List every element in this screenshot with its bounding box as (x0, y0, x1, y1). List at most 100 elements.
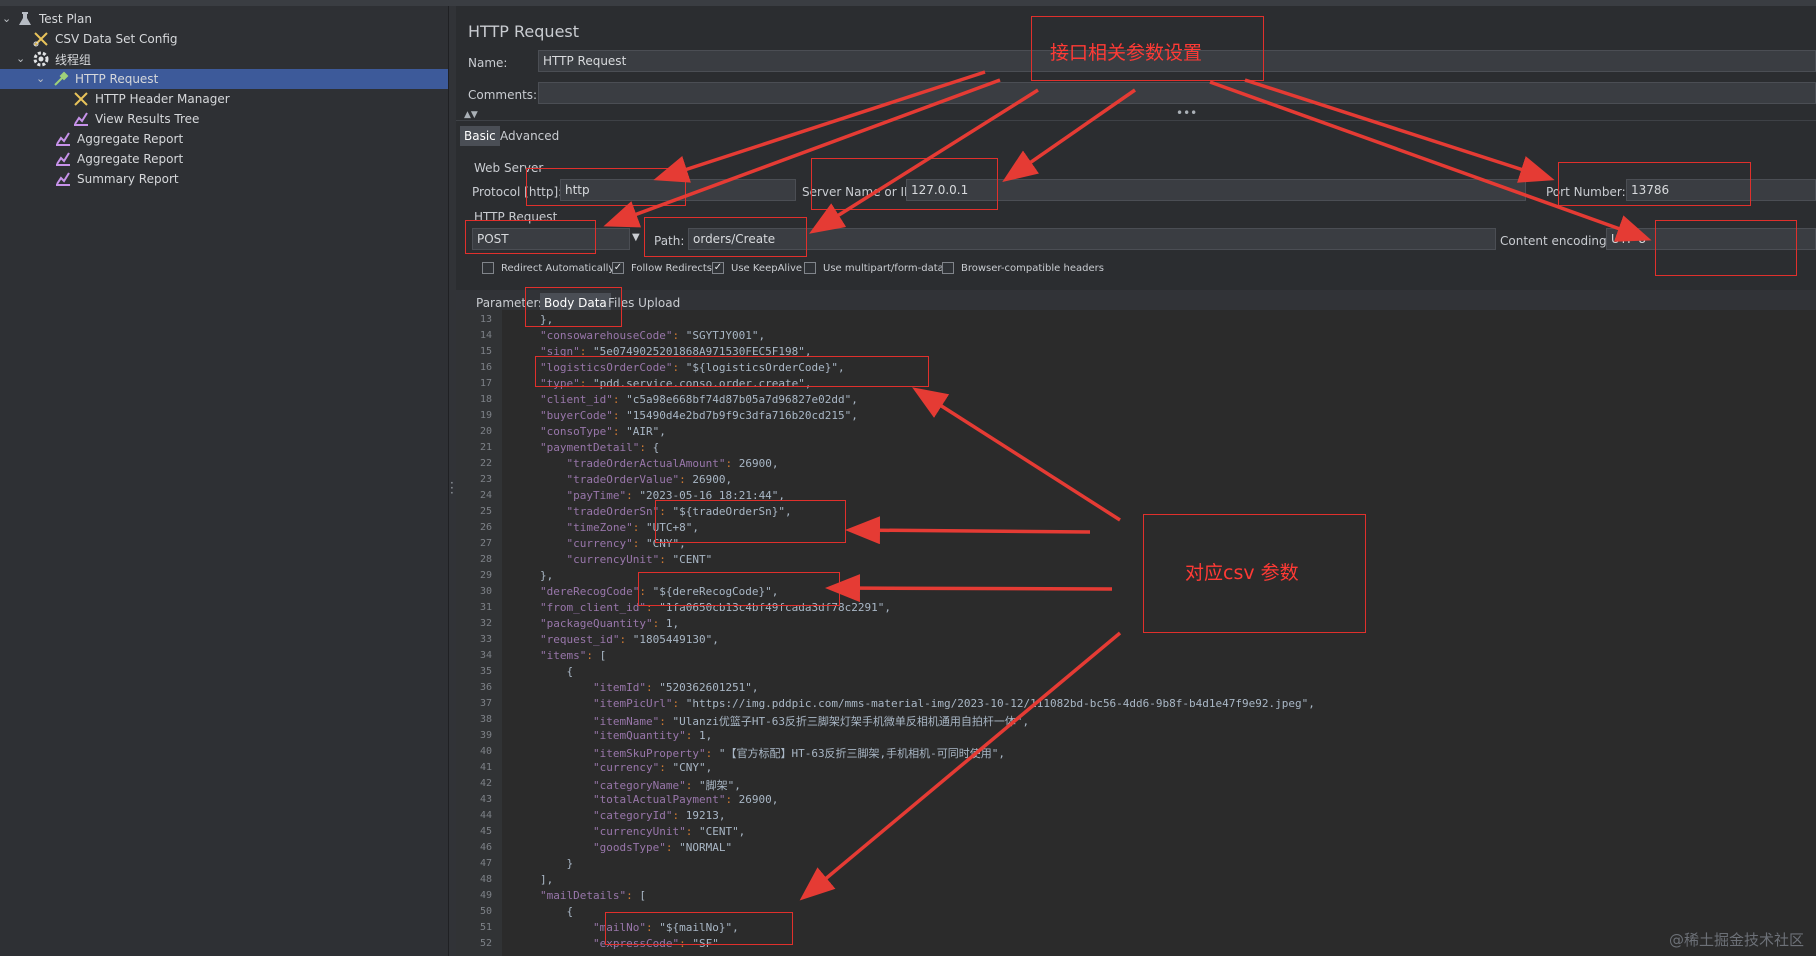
code-line: ], (540, 873, 554, 886)
divider (456, 120, 1816, 121)
tab-body-data[interactable]: Body Data (540, 293, 611, 313)
tree-item-thread-group[interactable]: 线程组 (32, 49, 91, 69)
code-line: "consowarehouseCode": "SGYTJY001", (540, 329, 766, 342)
code-line: "currency": "CNY", (592, 761, 713, 774)
collapse-caret-icon[interactable]: ⌄ (2, 12, 12, 25)
tree-item-aggregate-report[interactable]: Aggregate Report (54, 149, 183, 169)
code-line: "categoryName": "脚架", (592, 779, 741, 792)
browser-compatible-headers-checkbox[interactable]: Browser-compatible headers (942, 262, 1104, 274)
highlight-encoding (1655, 220, 1797, 276)
collapse-arrows-icon[interactable]: ▲▼ (464, 110, 478, 120)
line-number: 20 (479, 426, 492, 437)
highlight-path (644, 217, 807, 257)
chart-icon (54, 130, 72, 148)
tab-basic[interactable]: Basic (460, 126, 500, 146)
highlight-server (811, 158, 998, 210)
code-line: { (540, 665, 574, 678)
collapse-caret-icon[interactable]: ⌄ (36, 72, 46, 85)
more-icon[interactable]: ••• (1176, 106, 1198, 120)
code-line: } (540, 857, 574, 870)
checkbox-icon (942, 262, 954, 274)
highlight-body-data-tab (525, 287, 622, 327)
line-number: 16 (479, 362, 492, 373)
server-name-label: Server Name or IP: (802, 185, 916, 199)
tree-item-test-plan[interactable]: Test Plan (16, 9, 92, 29)
annotation-csv-label: 对应csv 参数 (1185, 562, 1299, 584)
line-number: 41 (479, 762, 492, 773)
tree-item-aggregate-report[interactable]: Aggregate Report (54, 129, 183, 149)
line-number: 42 (479, 778, 492, 789)
line-number: 32 (479, 618, 492, 629)
line-number: 49 (479, 890, 492, 901)
follow-redirects-checkbox[interactable]: ✓Follow Redirects (612, 262, 712, 274)
code-line: "paymentDetail": { (540, 441, 660, 454)
scissors-icon (72, 90, 90, 108)
tree-item-csv-data-set-config[interactable]: CSV Data Set Config (32, 29, 178, 49)
code-line: "tradeOrderActualAmount": 26900, (566, 457, 779, 470)
drag-handle-icon[interactable]: ··· (450, 476, 454, 500)
tree-item-http-request[interactable]: ⌄ HTTP Request (0, 69, 448, 89)
line-number: 26 (479, 522, 492, 533)
checkbox-label: Follow Redirects (631, 262, 712, 274)
tree-item-label: Summary Report (77, 172, 179, 186)
use-keepalive-checkbox[interactable]: ✓Use KeepAlive (712, 262, 802, 274)
arrow (912, 387, 1121, 522)
tree-item-label: Aggregate Report (77, 152, 184, 166)
checkmark-icon: ✓ (712, 262, 724, 274)
line-number: 18 (479, 394, 492, 405)
checkbox-label: Redirect Automatically (501, 262, 615, 274)
line-number: 31 (479, 602, 492, 613)
tab-files-upload[interactable]: Files Upload (608, 296, 681, 310)
scissors-icon (32, 30, 50, 48)
arrow (809, 88, 1039, 234)
line-number: 36 (479, 682, 492, 693)
annotation-box-csv (1143, 514, 1366, 633)
tree-item-label: CSV Data Set Config (55, 32, 178, 46)
checkbox-label: Browser-compatible headers (961, 262, 1104, 274)
code-line: "logisticsOrderCode": "${logisticsOrderC… (540, 361, 845, 374)
server-name-field[interactable]: 127.0.0.1 (906, 179, 1526, 201)
test-plan-tree: ⌄ Test Plan CSV Data Set Config ⌄ 线程组 ⌄ … (0, 6, 449, 956)
collapse-caret-icon[interactable]: ⌄ (16, 52, 26, 65)
code-line: "currencyUnit": "CENT" (566, 553, 713, 566)
tree-item-summary-report[interactable]: Summary Report (54, 169, 179, 189)
use-multipart-checkbox[interactable]: Use multipart/form-data (804, 262, 944, 274)
code-line: "tradeOrderSn": "${tradeOrderSn}", (566, 505, 792, 518)
tab-advanced[interactable]: Advanced (500, 129, 560, 143)
name-field[interactable]: HTTP Request (538, 50, 1816, 72)
tree-item-view-results-tree[interactable]: View Results Tree (72, 109, 199, 129)
tree-item-http-header-manager[interactable]: HTTP Header Manager (72, 89, 230, 109)
annotation-box-params (1031, 16, 1264, 81)
arrow (603, 78, 1001, 228)
code-line: "sign": "5e0749025201868A971530FEC5F198"… (540, 345, 812, 358)
body-tab-bar (456, 290, 1816, 310)
panel-splitter[interactable]: ··· (449, 6, 456, 956)
annotation-params-label: 接口相关参数设置 (1050, 42, 1203, 64)
code-line: "dereRecogCode": "${dereRecogCode}", (540, 585, 779, 598)
checkbox-label: Use multipart/form-data (823, 262, 944, 274)
port-number-field[interactable]: 13786 (1626, 179, 1816, 201)
tree-item-label: HTTP Request (75, 72, 159, 86)
path-field[interactable]: orders/Create (688, 228, 1496, 250)
line-number: 30 (479, 586, 492, 597)
code-line: "tradeOrderValue": 26900, (566, 473, 733, 486)
line-number: 35 (479, 666, 492, 677)
code-line: "request_id": "1805449130", (540, 633, 719, 646)
redirect-automatically-checkbox[interactable]: Redirect Automatically (482, 262, 614, 274)
code-line: "packageQuantity": 1, (540, 617, 680, 630)
tab-parameters[interactable]: Parameters (476, 296, 545, 310)
highlight-mail-no (605, 912, 793, 945)
arrow (653, 70, 986, 183)
content-encoding-label: Content encoding: (1500, 234, 1611, 248)
chart-icon (72, 110, 90, 128)
method-select[interactable]: POST (472, 228, 630, 250)
line-number: 34 (479, 650, 492, 661)
code-line: { (540, 905, 574, 918)
line-number: 37 (479, 698, 492, 709)
highlight-port (1558, 162, 1751, 206)
code-line: "expressCode": "SF" (592, 937, 719, 950)
chevron-down-icon[interactable]: ▼ (632, 232, 640, 243)
comments-label: Comments: (468, 88, 538, 102)
